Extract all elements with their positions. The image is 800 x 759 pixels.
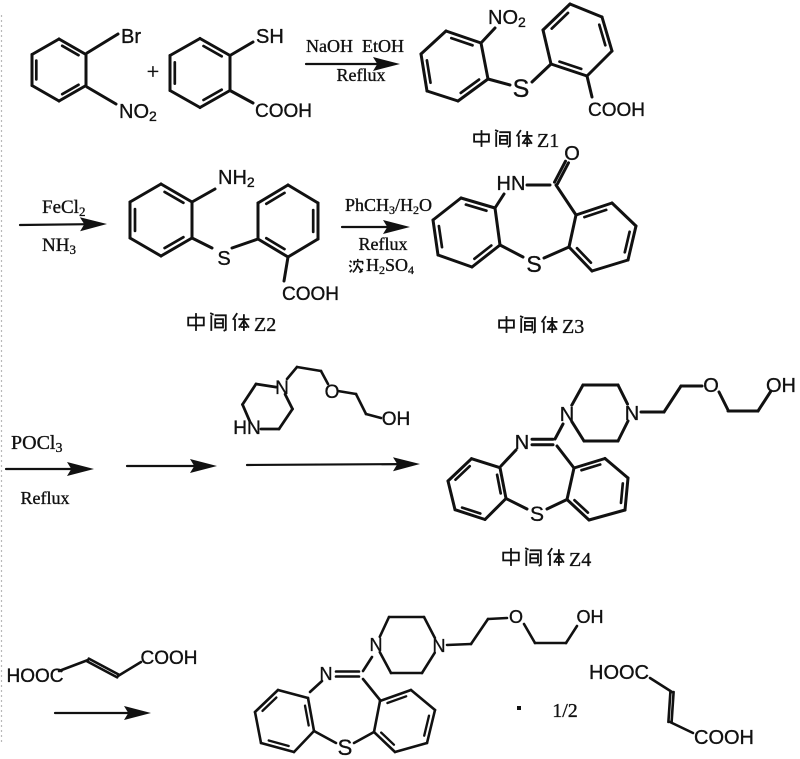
- svg-text:Reflux: Reflux: [359, 234, 408, 254]
- svg-text:NO2: NO2: [488, 7, 526, 30]
- svg-text:HOOC: HOOC: [7, 666, 64, 687]
- svg-text:NH2: NH2: [218, 167, 255, 190]
- svg-text:PhCH3/H2O: PhCH3/H2O: [345, 195, 432, 217]
- svg-text:OH: OH: [382, 409, 411, 430]
- svg-text:S: S: [530, 503, 544, 526]
- svg-text:+: +: [147, 59, 159, 84]
- svg-text:N: N: [433, 636, 446, 656]
- svg-text:Z2: Z2: [254, 314, 276, 336]
- svg-text:S: S: [526, 251, 541, 277]
- svg-text:COOH: COOH: [141, 648, 198, 669]
- svg-text:N: N: [370, 635, 383, 655]
- svg-text:N: N: [515, 432, 529, 454]
- svg-text:SH: SH: [256, 26, 284, 48]
- svg-text:Reflux: Reflux: [21, 488, 70, 508]
- svg-text:N: N: [275, 378, 289, 399]
- svg-text:NaOH EtOH: NaOH EtOH: [306, 36, 404, 56]
- svg-text:S: S: [338, 735, 353, 759]
- svg-text:FeCl2: FeCl2: [42, 197, 85, 219]
- svg-text:H2SO4: H2SO4: [366, 255, 414, 277]
- svg-text:O: O: [703, 375, 719, 397]
- svg-text:HOOC: HOOC: [589, 662, 649, 684]
- svg-text:O: O: [325, 382, 340, 403]
- svg-text:COOH: COOH: [694, 727, 754, 749]
- svg-text:NO2: NO2: [119, 101, 157, 124]
- svg-text:S: S: [217, 248, 230, 270]
- svg-text:COOH: COOH: [282, 284, 339, 305]
- svg-text:Z4: Z4: [569, 549, 591, 571]
- svg-text:OH: OH: [766, 375, 796, 397]
- svg-text:OH: OH: [577, 607, 604, 627]
- svg-text:N: N: [320, 664, 333, 684]
- svg-text:N: N: [560, 404, 574, 426]
- svg-text:NH3: NH3: [42, 235, 76, 257]
- svg-text:1/2: 1/2: [552, 700, 578, 722]
- svg-text:COOH: COOH: [588, 100, 645, 121]
- svg-text:Z1: Z1: [537, 130, 559, 152]
- svg-text:N: N: [625, 403, 639, 425]
- svg-text:Reflux: Reflux: [337, 65, 386, 85]
- svg-text:COOH: COOH: [255, 101, 312, 122]
- svg-text:Br: Br: [121, 26, 141, 48]
- svg-text:HN: HN: [497, 173, 526, 195]
- svg-text:POCl3: POCl3: [11, 432, 62, 456]
- svg-text:O: O: [509, 607, 523, 627]
- svg-text:HN: HN: [233, 418, 260, 439]
- svg-text:O: O: [564, 143, 580, 165]
- svg-text:Z3: Z3: [562, 316, 584, 338]
- svg-text:S: S: [513, 75, 530, 103]
